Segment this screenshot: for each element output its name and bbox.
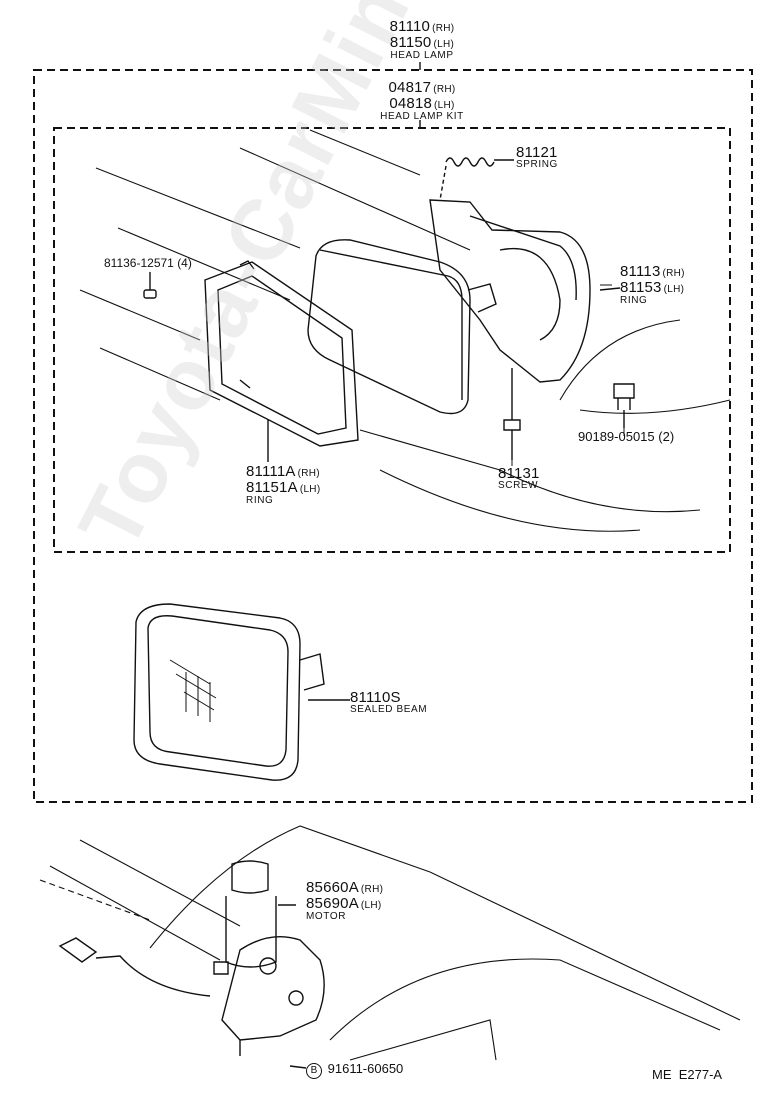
lens-pattern [169,659,217,722]
kit-rh-suffix: (RH) [433,84,456,95]
kit-lh-number: 04818 [389,95,433,112]
kit-lamp-shape [307,239,497,415]
spring-label: 81121 SPRING [516,145,558,170]
motor-rh-suffix: (RH) [360,884,384,895]
head-lamp-assembly-frame [33,69,753,803]
rear-ring-shape [429,199,621,383]
motor-rh-number: 85660A [306,879,359,896]
clip-shape [613,383,635,428]
sealed-beam-number: 81110S [350,689,401,706]
bolt-marker: B [306,1063,322,1079]
body-panel-lines [79,129,731,532]
spring-number: 81121 [516,144,558,161]
bolt-label: B 91611-60650 [306,1062,403,1079]
sealed-beam-shape [133,603,350,781]
head-lamp-lh-suffix: (LH) [433,39,455,50]
head-lamp-lh-number: 81150 [389,34,432,51]
front-ring-rh-number: 81111A [246,463,296,480]
front-ring-rh-suffix: (RH) [297,468,320,479]
diagram-code: ME E277-A [652,1067,723,1082]
head-lamp-kit-label: 04817(RH) 04818(LH) HEAD LAMP KIT [364,80,480,122]
sealed-beam-name: SEALED BEAM [350,704,428,715]
motor-lh-number: 85690A [306,895,359,912]
small-screw-qty: (4) [177,256,192,270]
kit-name: HEAD LAMP KIT [380,111,464,122]
front-ring-shape [204,260,359,462]
small-screw-number: 81136-12571 [104,256,174,270]
head-lamp-rh-suffix: (RH) [432,23,455,34]
leader-lines [500,159,625,466]
small-screw-shape [143,272,157,299]
spring-shape [439,157,514,201]
screw-label: 81131 SCREW [498,466,540,491]
screw-shape [503,368,521,460]
rear-ring-lh-suffix: (LH) [663,284,685,295]
rear-ring-rh-suffix: (RH) [662,268,685,279]
motor-lh-suffix: (LH) [360,900,382,911]
screw-number: 81131 [498,465,540,482]
spring-name: SPRING [516,159,558,170]
front-ring-lh-number: 81151A [246,479,298,496]
rear-ring-rh-number: 81113 [620,263,661,280]
head-lamp-name: HEAD LAMP [390,50,454,61]
kit-lh-suffix: (LH) [434,100,455,111]
lower-body-lines [39,825,741,1061]
motor-shape [58,860,325,1069]
front-ring-name: RING [246,495,274,506]
rear-ring-lh-number: 81153 [620,279,662,296]
head-lamp-label: 81110(RH) 81150(LH) HEAD LAMP [372,19,472,61]
bolt-number: 91611-60650 [327,1061,404,1076]
rear-ring-label: 81113(RH) 81153(LH) RING [620,264,685,306]
clip-number: 90189-05015 [578,429,655,444]
rear-ring-name: RING [620,295,648,306]
clip-label: 90189-05015 (2) [578,430,674,443]
small-screw-label: 81136-12571 (4) [104,257,192,269]
screw-name: SCREW [498,480,539,491]
clip-qty: (2) [658,429,675,444]
kit-rh-number: 04817 [388,79,432,96]
head-lamp-kit-frame [53,127,731,553]
motor-name: MOTOR [306,911,347,922]
sealed-beam-label: 81110S SEALED BEAM [350,690,427,715]
front-ring-label: 81111A(RH) 81151A(LH) RING [246,464,320,506]
head-lamp-rh-number: 81110 [389,18,431,35]
front-ring-lh-suffix: (LH) [299,484,321,495]
motor-label: 85660A(RH) 85690A(LH) MOTOR [306,880,383,922]
